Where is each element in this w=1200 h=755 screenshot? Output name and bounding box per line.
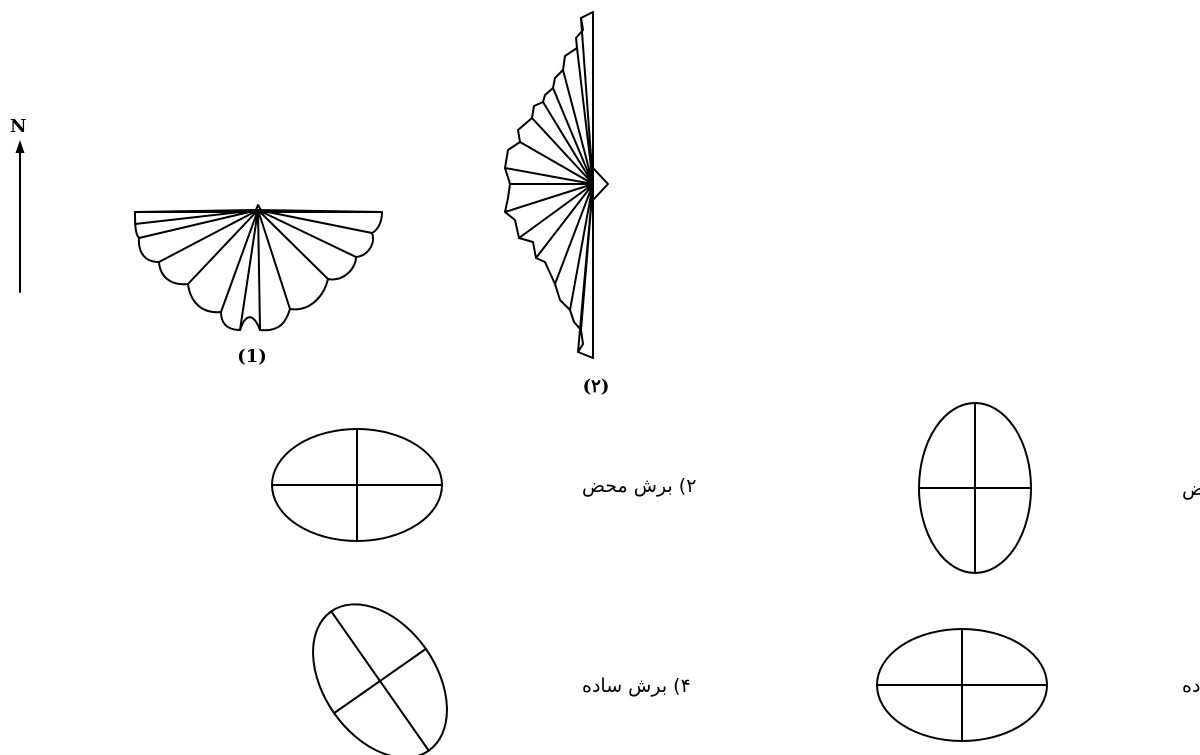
north-label: N [10,116,26,137]
option-3-label: ۳) برش ساده [1182,675,1200,697]
figure-1-label: (1) [237,346,267,367]
option-4-label: ۴) برش ساده [582,675,691,697]
option-3[interactable]: ۳) برش ساده [876,628,1200,742]
option-4-minor-axis [333,647,427,715]
option-4[interactable]: ۴) برش ساده [285,579,691,755]
north-arrow-head [15,140,25,153]
figure-2-radial-lines [504,17,594,353]
north-arrow: N [10,116,26,293]
figure-2-label: (۲) [583,376,610,397]
option-4-ellipse [312,603,448,755]
option-1-label: ۱) برش محض [1182,478,1200,500]
figure-2-tip [592,167,609,201]
option-2-label: ۲) برش محض [582,475,696,497]
figure-2-fan: (۲) [504,11,610,397]
figure-1-radial-lines [134,209,383,331]
option-1[interactable]: ۱) برش محض [918,402,1200,574]
option-2[interactable]: ۲) برش محض [271,428,696,542]
figure-1-fan: (1) [134,204,383,367]
